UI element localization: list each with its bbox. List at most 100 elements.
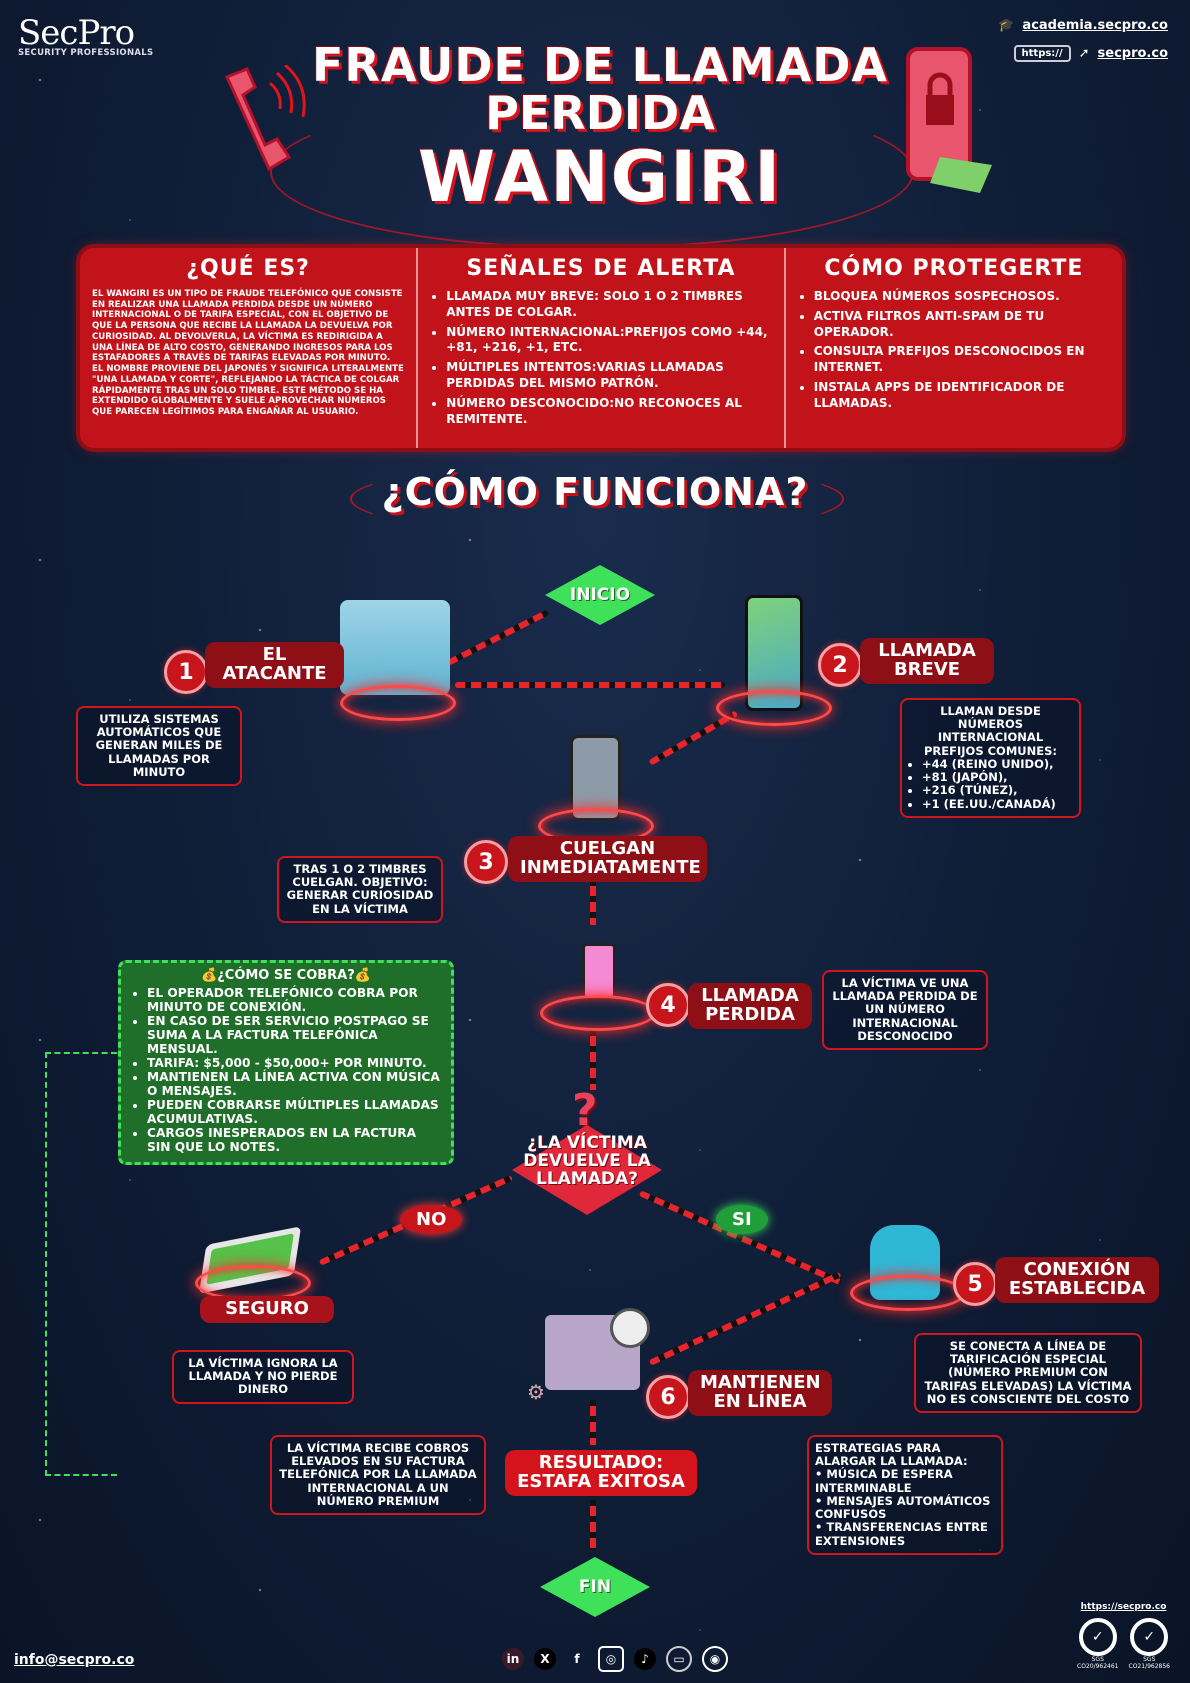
step-2-label: LLAMADA BREVE — [860, 638, 994, 684]
info-panel: ¿QUÉ ES? El Wangiri es un tipo de fraude… — [80, 248, 1122, 448]
connector-connection-to-hold — [648, 1271, 842, 1366]
billing-item: PUEDEN COBRARSE MÚLTIPLES LLAMADAS ACUMU… — [147, 1098, 441, 1126]
strategy-item: • MÚSICA DE ESPERA INTERMINABLE — [815, 1467, 953, 1495]
tiktok-icon[interactable]: ♪ — [634, 1648, 656, 1670]
attacker-glow-ring — [340, 685, 456, 721]
check-seal-icon: ✓ — [1130, 1618, 1169, 1656]
billing-title: 💰¿CÓMO SE COBRA?💰 — [201, 968, 371, 983]
cert-url-link[interactable]: https://secpro.co — [1080, 1602, 1167, 1612]
step-4-note: LA VÍCTIMA VE UNA LLAMADA PERDIDA DE UN … — [822, 970, 988, 1051]
prefix-item: +81 (JAPÓN), — [922, 770, 1073, 784]
alert-item: NÚMERO DESCONOCIDO:NO RECONOCES AL REMIT… — [446, 396, 772, 428]
strategy-item: • MENSAJES AUTOMÁTICOS CONFUSOS — [815, 1493, 991, 1522]
alert-item: LLAMADA MUY BREVE: SOLO 1 O 2 TIMBRES AN… — [446, 289, 772, 321]
sgs-cert-1: ✓ SGS CO20/962461 — [1077, 1618, 1119, 1670]
protect-item: INSTALA APPS DE IDENTIFICADOR DE LLAMADA… — [814, 380, 1110, 412]
protect-item: CONSULTA PREFIJOS DESCONOCIDOS EN INTERN… — [814, 344, 1110, 376]
connector-result-to-end — [590, 1500, 596, 1550]
academia-link[interactable]: academia.secpro.co — [1022, 18, 1168, 33]
billing-item: TARIFA: $5,000 - $50,000+ POR MINUTO. — [147, 1056, 441, 1070]
alert-item: MÚLTIPLES INTENTOS:VARIAS LLAMADAS PERDI… — [446, 360, 772, 392]
sgs-cert-2: ✓ SGS CO21/962856 — [1129, 1618, 1170, 1670]
call-glow-ring — [716, 690, 832, 726]
what-is-title: ¿QUÉ ES? — [186, 256, 310, 281]
loop-back-dashed-connector — [45, 1052, 117, 1476]
billing-item: EN CASO DE SER SERVICIO POSTPAGO SE SUMA… — [147, 1014, 441, 1056]
site-link[interactable]: secpro.co — [1097, 46, 1168, 61]
twitch-icon[interactable]: ▭ — [666, 1646, 692, 1672]
billing-item: EL OPERADOR TELEFÓNICO COBRA POR MINUTO … — [147, 986, 441, 1014]
check-seal-icon: ✓ — [1078, 1618, 1117, 1656]
protect-item: BLOQUEA NÚMEROS SOSPECHOSOS. — [814, 289, 1110, 305]
prefix-item: +216 (TÚNEZ), — [922, 784, 1073, 797]
billing-info-box: 💰¿CÓMO SE COBRA?💰 EL OPERADOR TELEFÓNICO… — [118, 960, 454, 1165]
step-2-note-intro: LLAMAN DESDE NÚMEROS INTERNACIONAL PREFI… — [924, 704, 1057, 758]
cert-code: CO20/962461 — [1077, 1663, 1119, 1670]
step-1-note: UTILIZA SISTEMAS AUTOMÁTICOS QUE GENERAN… — [76, 706, 242, 787]
protect-section: CÓMO PROTEGERTE BLOQUEA NÚMEROS SOSPECHO… — [783, 248, 1122, 448]
connector-hold-to-result — [590, 1400, 596, 1445]
gear-icon: ⚙ — [527, 1380, 545, 1404]
cert-name: SGS — [1091, 1656, 1104, 1663]
connector-missed-to-decision — [590, 1030, 596, 1090]
what-is-body: El Wangiri es un tipo de fraude telefóni… — [92, 289, 404, 418]
cert-code: CO21/962856 — [1128, 1663, 1170, 1670]
billing-item: MANTIENEN LA LÍNEA ACTIVA CON MÚSICA O M… — [147, 1070, 441, 1098]
github-icon[interactable]: ◉ — [702, 1646, 728, 1672]
title-line-1: FRAUDE DE LLAMADA — [311, 38, 888, 92]
clock-icon — [610, 1308, 650, 1348]
cert-name: SGS — [1143, 1656, 1156, 1663]
connection-glow-ring — [850, 1275, 966, 1311]
connector-attacker-to-call — [455, 682, 725, 688]
step-1-badge: 1 — [164, 650, 208, 694]
brand-name: SecPro — [18, 13, 135, 53]
step-5-note: SE CONECTA A LÍNEA DE TARIFICACIÓN ESPEC… — [914, 1333, 1142, 1414]
email-link[interactable]: info@secpro.co — [14, 1652, 135, 1668]
page-title: FRAUDE DE LLAMADA PERDIDA WANGIRI — [300, 42, 900, 212]
connector-call-to-hangup — [648, 710, 739, 766]
social-links: in X f ◎ ♪ ▭ ◉ — [502, 1646, 728, 1672]
connector-start-to-attacker — [446, 609, 550, 666]
hung-up-phone-illustration — [570, 735, 621, 821]
step-4-badge: 4 — [646, 983, 690, 1027]
linkedin-icon[interactable]: in — [502, 1648, 524, 1670]
facebook-icon[interactable]: f — [574, 1652, 580, 1666]
header-links: 🎓 academia.secpro.co https:// ➚ secpro.c… — [998, 18, 1168, 74]
cursor-icon: ➚ — [1078, 46, 1090, 61]
step-6-label: MANTIENEN EN LÍNEA — [688, 1370, 832, 1416]
decision-text: ¿LA VÍCTIMA DEVUELVE LA LLAMADA? — [523, 1133, 651, 1189]
result-note: LA VÍCTIMA RECIBE COBROS ELEVADOS EN SU … — [270, 1435, 486, 1516]
no-branch-label: NO — [400, 1205, 463, 1234]
prefix-item: +1 (EE.UU./CANADÁ) — [922, 797, 1073, 811]
secpro-logo: SecPro SECURITY PROFESSIONALS — [18, 16, 153, 58]
ringing-phone-icon — [224, 65, 306, 172]
brand-tagline: SECURITY PROFESSIONALS — [18, 48, 154, 58]
step-5-badge: 5 — [953, 1262, 997, 1306]
start-node: INICIO — [545, 565, 655, 625]
alert-signs-section: SEÑALES DE ALERTA LLAMADA MUY BREVE: SOL… — [416, 248, 784, 448]
certifications: https://secpro.co ✓ SGS CO20/962461 ✓ SG… — [1077, 1602, 1170, 1670]
step-3-badge: 3 — [464, 840, 508, 884]
x-twitter-icon[interactable]: X — [534, 1648, 556, 1670]
billing-item: CARGOS INESPERADOS EN LA FACTURA SIN QUE… — [147, 1126, 441, 1154]
step-3-label: CUELGAN INMEDIATAMENTE — [508, 836, 707, 882]
step-2-note: LLAMAN DESDE NÚMEROS INTERNACIONAL PREFI… — [900, 698, 1081, 818]
safe-note: LA VÍCTIMA IGNORA LA LLAMADA Y NO PIERDE… — [172, 1350, 354, 1404]
step-1-label: EL ATACANTE — [205, 642, 344, 688]
title-line-2: PERDIDA — [485, 86, 715, 140]
protect-item: ACTIVA FILTROS ANTI-SPAM DE TU OPERADOR. — [814, 309, 1110, 341]
step-2-badge: 2 — [818, 643, 862, 687]
missed-call-phone-illustration — [582, 943, 616, 999]
locked-phone-icon — [906, 47, 992, 193]
step-6-note: ESTRATEGIAS PARA ALARGAR LA LLAMADA: • M… — [807, 1435, 1003, 1555]
missed-glow-ring — [540, 995, 656, 1031]
result-label: RESULTADO: ESTAFA EXITOSA — [505, 1450, 697, 1496]
strategy-item: • TRANSFERENCIAS ENTRE EXTENSIONES — [815, 1520, 988, 1548]
instagram-icon[interactable]: ◎ — [598, 1646, 624, 1672]
title-line-3: WANGIRI — [417, 136, 783, 218]
alert-item: NÚMERO INTERNACIONAL:PREFIJOS COMO +44, … — [446, 325, 772, 357]
prefix-item: +44 (REINO UNIDO), — [922, 757, 1073, 771]
what-is-section: ¿QUÉ ES? El Wangiri es un tipo de fraude… — [80, 248, 416, 448]
how-it-works-heading: ¿CÓMO FUNCIONA? — [381, 470, 809, 514]
safe-label: SEGURO — [200, 1296, 334, 1323]
